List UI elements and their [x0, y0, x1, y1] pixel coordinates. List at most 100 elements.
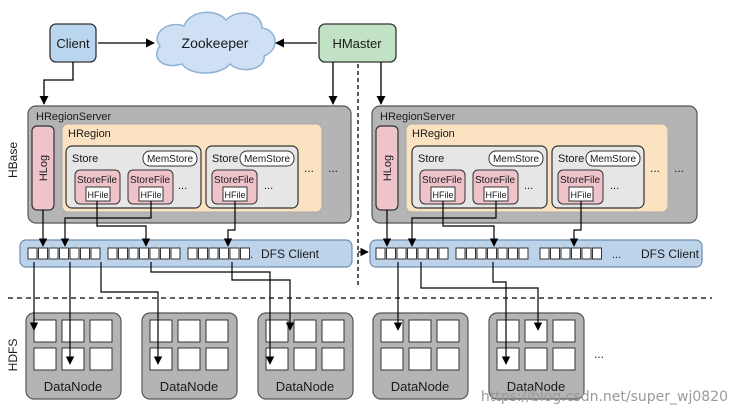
- block-cell: [407, 247, 417, 260]
- zookeeper-label: Zookeeper: [182, 35, 249, 51]
- block-strips: [27, 247, 250, 260]
- block-cell: [219, 247, 229, 260]
- hregionserver-label: HRegionServer: [380, 111, 456, 123]
- block-cell: [208, 247, 219, 260]
- storefile-label: StoreFile: [130, 175, 170, 186]
- arrow-client-regionserver: [39, 62, 74, 105]
- zookeeper-cloud: Zookeeper: [155, 11, 276, 74]
- block-cell: [476, 247, 487, 260]
- hregionserver-right: HRegionServer HLog HRegion Store MemStor…: [371, 105, 698, 224]
- block-cell: [581, 247, 592, 260]
- store: Store MemStore StoreFile HFile ...: [551, 145, 645, 209]
- watermark-text: https://blog.csdn.net/super_wj0820: [481, 389, 728, 405]
- data-block: [436, 347, 460, 371]
- block-cell: [118, 247, 128, 260]
- block-cell: [438, 247, 449, 260]
- data-block: [33, 319, 57, 343]
- hmaster-label: HMaster: [332, 36, 382, 51]
- block-cell: [187, 247, 198, 260]
- data-block: [321, 347, 345, 371]
- hlog: HLog: [31, 125, 55, 211]
- block-strips: [375, 247, 602, 260]
- store-label: Store: [72, 153, 98, 165]
- ellipsis: ...: [610, 180, 619, 192]
- data-block: [205, 347, 229, 371]
- data-block: [265, 347, 289, 371]
- client-node: Client: [49, 23, 97, 63]
- store-label: Store: [212, 153, 238, 165]
- ellipsis: ...: [650, 161, 660, 175]
- dfs-client-label: DFS Client: [261, 247, 320, 261]
- datanode: DataNode: [257, 312, 354, 400]
- data-block: [149, 347, 173, 371]
- hlog: HLog: [375, 125, 399, 211]
- block-cell: [128, 247, 139, 260]
- storefile-label: StoreFile: [422, 175, 462, 186]
- region-to-dfs-arrows: [38, 201, 582, 247]
- datanode-label: DataNode: [44, 379, 103, 394]
- memstore-label: MemStore: [244, 154, 291, 165]
- datanode: DataNode: [372, 312, 469, 400]
- storefile-label: StoreFile: [214, 175, 254, 186]
- store-label: Store: [418, 153, 444, 165]
- data-block: [408, 319, 432, 343]
- ellipsis: ...: [264, 180, 273, 192]
- block-cell: [428, 247, 438, 260]
- hlog-label: HLog: [382, 155, 394, 181]
- block-cell: [69, 247, 80, 260]
- datanode-label: DataNode: [391, 379, 450, 394]
- block-cell: [139, 247, 149, 260]
- ellipsis: ...: [328, 161, 338, 175]
- block-cell: [466, 247, 476, 260]
- data-block: [89, 347, 113, 371]
- block-cell: [27, 247, 38, 260]
- hregion: HRegion Store MemStore StoreFile HFile S…: [405, 123, 669, 213]
- hmaster-node: HMaster: [318, 23, 397, 63]
- block-cell: [107, 247, 118, 260]
- data-block: [265, 319, 289, 343]
- hfile-label: HFile: [87, 190, 108, 200]
- dfs-to-datanode-arrows: [29, 262, 543, 365]
- hfile-label: HFile: [570, 190, 591, 200]
- hfile-label: HFile: [432, 190, 453, 200]
- block-cell: [229, 247, 240, 260]
- data-block: [380, 347, 404, 371]
- data-block: [496, 319, 520, 343]
- hregion-label: HRegion: [68, 128, 111, 140]
- data-block: [61, 319, 85, 343]
- storefile-label: StoreFile: [560, 175, 600, 186]
- block-cell: [240, 247, 250, 260]
- ellipsis: ...: [674, 161, 684, 175]
- data-block: [293, 347, 317, 371]
- block-cell: [48, 247, 59, 260]
- hfile-label: HFile: [224, 190, 245, 200]
- block-cell: [417, 247, 428, 260]
- block-cell: [160, 247, 170, 260]
- storefile-label: StoreFile: [77, 175, 117, 186]
- hregionserver-left: HRegionServer HLog HRegion Store MemStor…: [27, 105, 352, 224]
- block-cell: [508, 247, 518, 260]
- block-cell: [38, 247, 48, 260]
- data-block: [177, 319, 201, 343]
- block-cell: [487, 247, 497, 260]
- memstore-label: MemStore: [147, 154, 194, 165]
- block-cell: [386, 247, 396, 260]
- ellipsis: ...: [304, 161, 314, 175]
- data-block: [149, 319, 173, 343]
- data-block: [61, 347, 85, 371]
- data-block: [293, 319, 317, 343]
- data-block: [436, 319, 460, 343]
- hlog-label: HLog: [38, 155, 50, 181]
- data-block: [380, 319, 404, 343]
- client-label: Client: [56, 36, 90, 51]
- block-cell: [170, 247, 181, 260]
- hdfs-side-label: HDFS: [6, 339, 20, 372]
- block-cell: [539, 247, 550, 260]
- hfile-label: HFile: [485, 190, 506, 200]
- datanode-label: DataNode: [276, 379, 335, 394]
- data-block: [321, 319, 345, 343]
- store: Store MemStore StoreFile HFile ...: [205, 145, 299, 209]
